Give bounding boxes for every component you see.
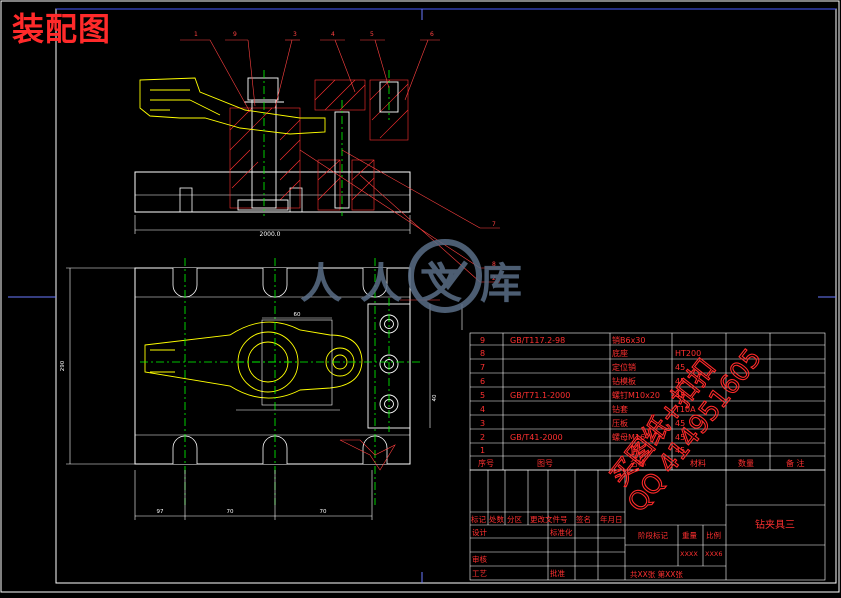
row-9-no: 9 [480,336,485,345]
tb-reviewer: 审核 [472,554,487,564]
row-8-material: HT200 [675,349,701,358]
row-9-code: GB/T117.2-98 [510,336,565,345]
row-1-no: 1 [480,446,485,455]
row-7-material: 45 [675,363,685,372]
front-view: 2000.0 [134,70,411,238]
row-5-code: GB/T71.1-2000 [510,391,570,400]
row-4-name: 钻套 [612,404,628,414]
callout-1: 1 [194,31,198,38]
header-name: 名称 [630,458,646,468]
callout-3: 3 [293,31,297,38]
row-6-name: 钻模板 [612,376,636,386]
tb-sheets: 共XX张 第XX张 [630,569,683,579]
parts-rows: 9 GB/T117.2-98 销B6x30 8 底座 HT200 7 定位销 4… [478,335,805,468]
page-title: 装配图 [12,10,112,48]
tb-scale: 比例 [706,530,721,540]
tb-weight-value: XXXX [680,550,698,558]
callout-8: 8 [492,261,496,268]
watermark-text: 人人文库 [300,259,540,308]
tb-designer: 设计 [472,527,487,537]
row-3-material: 45 [675,419,685,428]
callout-7: 7 [492,221,496,228]
tb-process: 工艺 [472,569,487,578]
tb-scale-value: XXX6 [705,550,723,558]
leader-lines [180,39,500,283]
dim-plan-bottom-3: 70 [320,509,327,515]
tb-drawing-name: 钻夹具三 [755,518,795,531]
dim-plan-top: 60 [294,312,301,318]
callout-6: 6 [430,31,434,38]
callout-4: 4 [331,31,335,38]
callout-2: 2 [492,275,496,282]
title-block [469,469,826,581]
dim-front-total: 2000.0 [260,231,281,238]
tb-zone: 分区 [507,515,522,524]
row-5-no: 5 [480,391,485,400]
row-2-no: 2 [480,433,485,442]
row-4-material: T10A [674,405,696,414]
row-8-name: 底座 [612,348,628,358]
dim-plan-left: 290 [60,360,66,371]
tb-mark: 标记 [471,514,486,524]
header-remark: 备 注 [786,458,805,468]
row-1-material: 45 [675,446,685,455]
tb-date: 年月日 [600,514,623,524]
row-2-material: 45 [675,433,685,442]
plan-view: 290 60 40 97 70 70 [60,258,463,520]
row-2-code: GB/T41-2000 [510,433,563,442]
row-2-name: 螺母M16 [612,432,645,442]
row-6-no: 6 [480,377,485,386]
title-block-text: 标记 处数 分区 更改文件号 签名 年月日 设计 标准化 审核 工艺 批准 阶段… [471,514,795,579]
header-qty: 数量 [738,458,754,468]
header-no: 序号 [478,458,494,468]
tb-change-doc: 更改文件号 [530,514,568,524]
row-5-name: 螺钉M10x20 [612,390,660,400]
watermark-logo: 人人文库 [300,239,540,313]
tb-weight: 重量 [682,531,697,540]
tb-approve: 批准 [550,568,565,578]
tb-count: 处数 [489,514,504,524]
tb-stage-mark: 阶段标记 [638,530,668,540]
row-6-material: 45 [675,377,685,386]
parts-table [469,332,826,471]
row-4-no: 4 [480,405,485,414]
dim-plan-bottom-1: 97 [157,509,164,515]
row-7-name: 定位销 [612,362,636,372]
dim-plan-bottom-2: 70 [227,509,234,515]
row-3-name: 压板 [612,418,628,428]
header-material: 材料 [690,458,706,468]
centering-marks [8,9,836,583]
header-code: 图号 [537,459,553,468]
callout-5: 5 [370,31,374,38]
row-8-no: 8 [480,349,485,358]
row-3-no: 3 [480,419,485,428]
row-9-name: 销B6x30 [612,335,646,345]
callout-9: 9 [233,31,237,38]
dim-plan-right: 40 [432,394,438,401]
tb-standardization: 标准化 [550,527,573,537]
tb-sign: 签名 [576,514,591,524]
callout-labels: 1 9 3 4 5 6 7 8 2 [194,31,496,282]
row-5-material: 45 [675,391,685,400]
row-7-no: 7 [480,363,485,372]
